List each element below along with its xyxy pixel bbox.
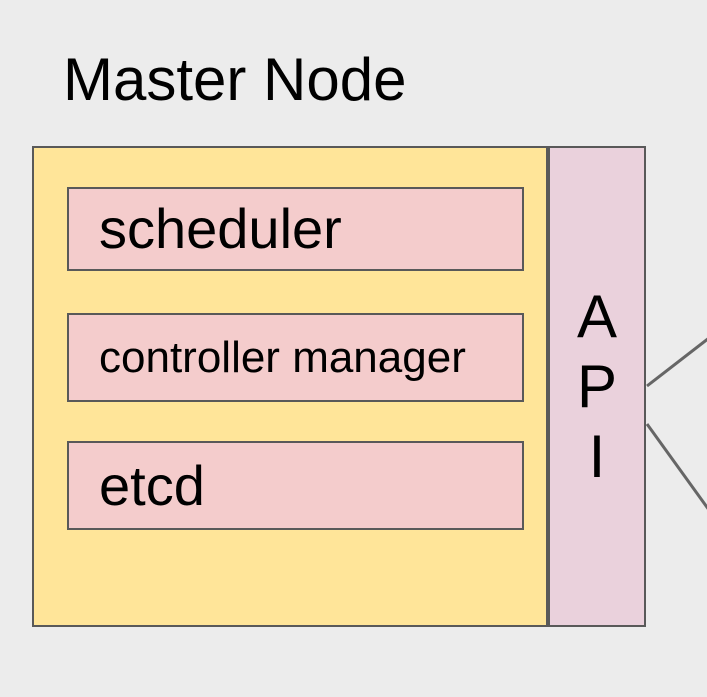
- api-letter-i: I: [588, 422, 606, 490]
- scheduler-box: scheduler: [67, 187, 524, 271]
- api-letter-p: P: [576, 352, 618, 420]
- diagram-title: Master Node: [63, 46, 407, 113]
- api-letter-a: A: [576, 282, 618, 350]
- connector-line-top: [646, 337, 707, 388]
- etcd-box: etcd: [67, 441, 524, 530]
- controller-manager-label: controller manager: [99, 332, 466, 382]
- connector-line-bottom: [645, 423, 707, 510]
- scheduler-label: scheduler: [99, 197, 342, 260]
- etcd-label: etcd: [99, 453, 205, 517]
- api-box: A P I: [548, 146, 646, 627]
- controller-manager-box: controller manager: [67, 313, 524, 402]
